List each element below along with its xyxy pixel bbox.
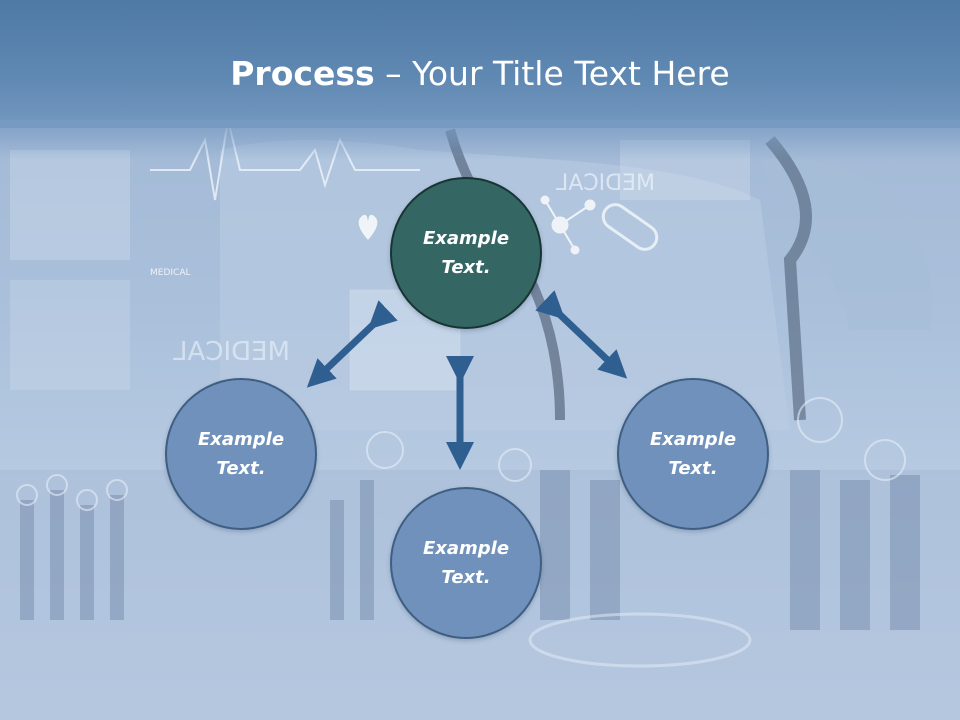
node-right-line2: Text. <box>668 458 718 479</box>
node-right-line1: Example <box>649 429 737 450</box>
slide-title: Process – Your Title Text Here <box>0 52 960 96</box>
node-bottom-line2: Text. <box>441 567 491 588</box>
node-left-line1: Example <box>197 429 285 450</box>
title-bar <box>0 0 960 128</box>
bg-medical-text-1: MEDICAL <box>555 171 655 196</box>
node-top-line2: Text. <box>441 257 491 278</box>
title-bold: Process <box>230 54 375 93</box>
node-left-line2: Text. <box>216 458 266 479</box>
arrow-top-right <box>535 290 628 379</box>
title-bar-fade <box>0 120 960 160</box>
node-top-line1: Example <box>422 228 510 249</box>
title-rest: – Your Title Text Here <box>374 54 730 93</box>
arrow-top-left <box>306 300 398 388</box>
bg-medical-text-3: MEDICAL <box>173 337 290 367</box>
bg-medical-text-2: MEDICAL <box>150 268 191 278</box>
node-bottom-line1: Example <box>422 538 510 559</box>
